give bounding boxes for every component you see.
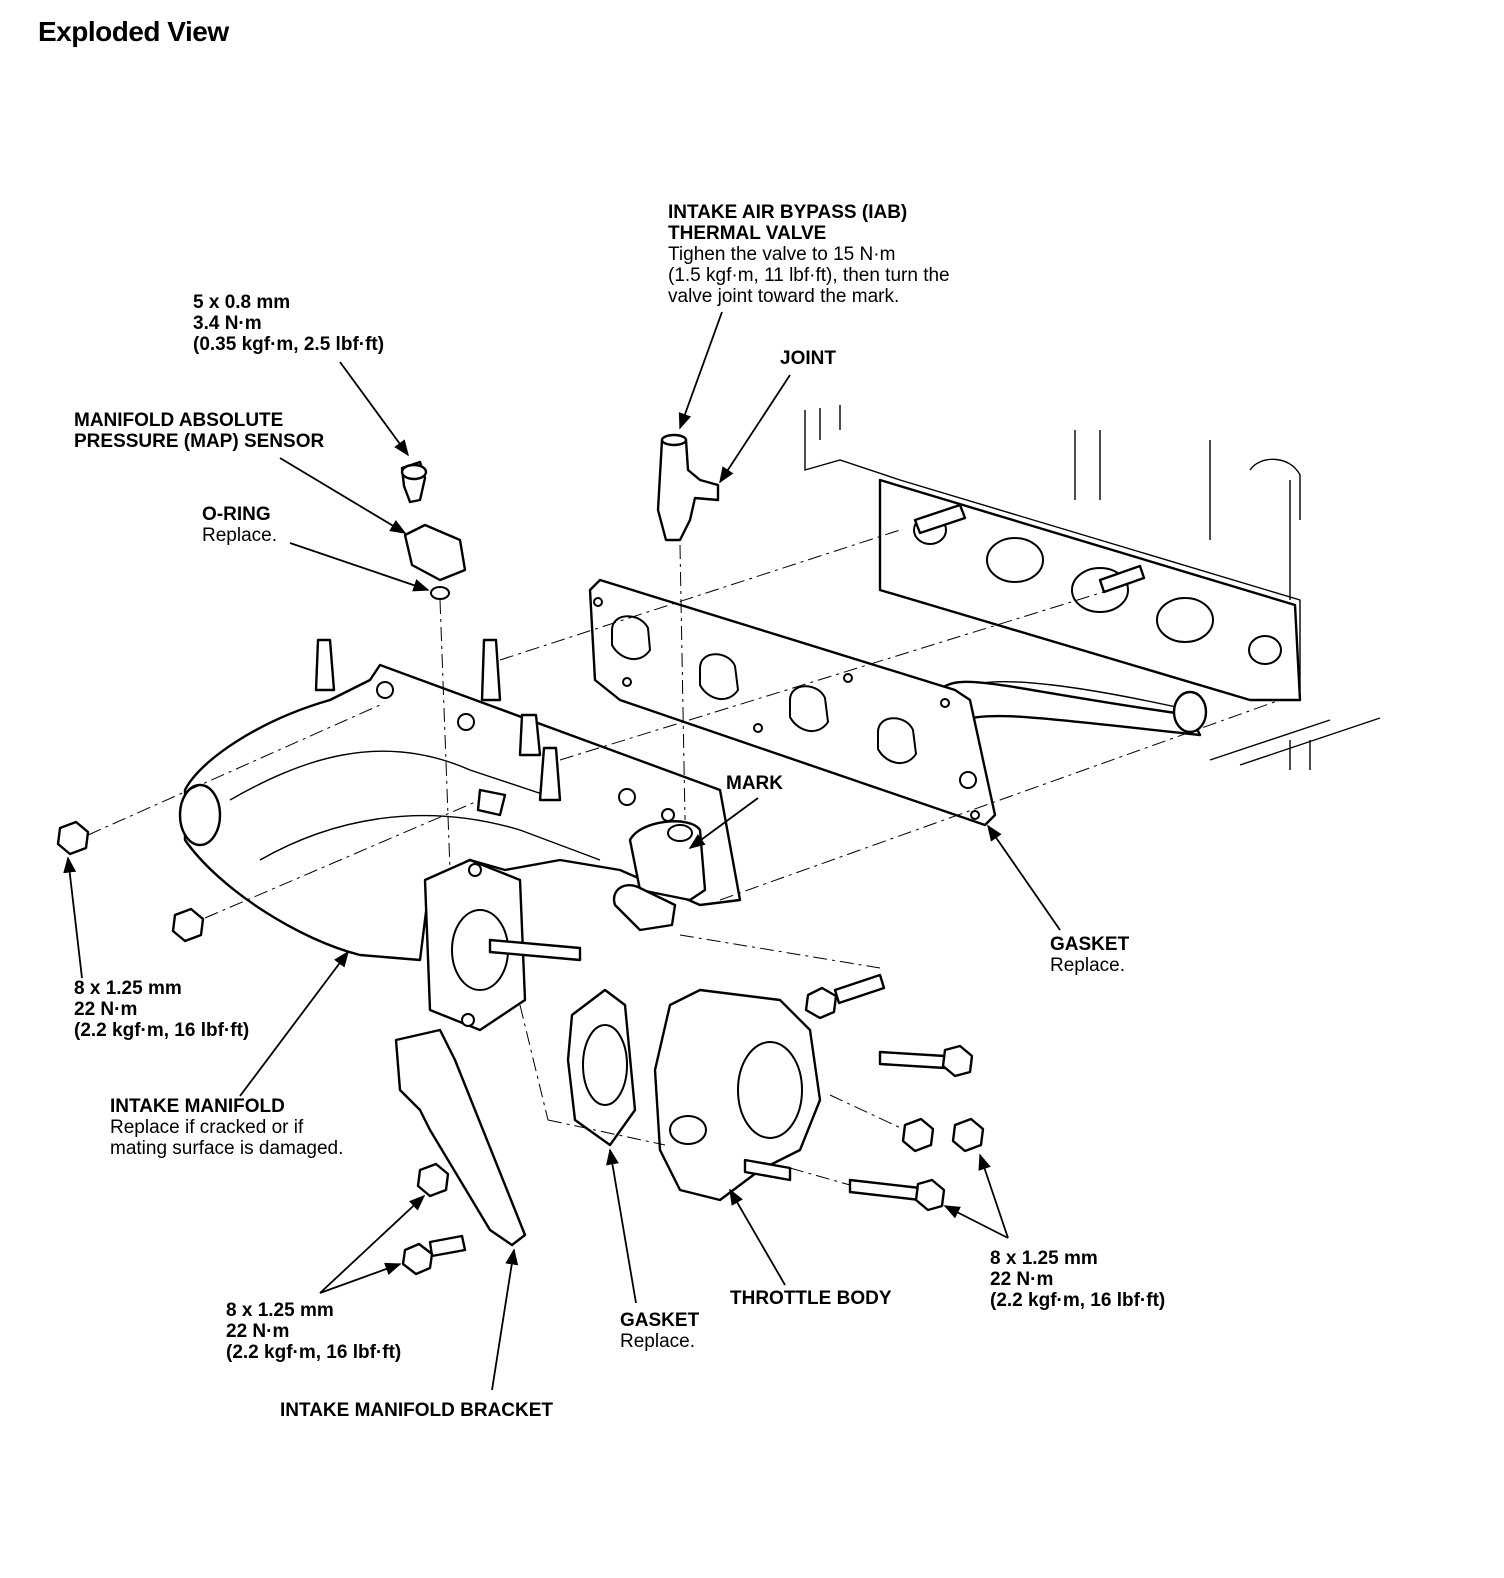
callout-iab-thermal-valve: INTAKE AIR BYPASS (IAB) THERMAL VALVE Ti… — [668, 202, 950, 307]
intake-manifold-drawing — [178, 638, 742, 1032]
callout-map-sensor: MANIFOLD ABSOLUTE PRESSURE (MAP) SENSOR — [74, 410, 325, 452]
callout-throttle-body-bolt-torque: 8 x 1.25 mm 22 N·m (2.2 kgf·m, 16 lbf·ft… — [990, 1248, 1166, 1311]
callout-joint: JOINT — [780, 348, 836, 369]
page-title: Exploded View — [38, 16, 229, 47]
callout-throttle-body: THROTTLE BODY — [730, 1288, 892, 1309]
callout-gasket-throttle-body: GASKET Replace. — [620, 1310, 700, 1352]
callout-bracket-bolt-torque: 8 x 1.25 mm 22 N·m (2.2 kgf·m, 16 lbf·ft… — [226, 1300, 402, 1363]
fasteners — [56, 820, 985, 1276]
map-sensor-drawing — [400, 460, 467, 600]
callout-mark: MARK — [726, 773, 783, 794]
gasket-head — [588, 578, 997, 827]
callout-gasket-head: GASKET Replace. — [1050, 934, 1130, 976]
gasket-throttle-body — [566, 988, 637, 1147]
callout-o-ring: O-RING Replace. — [202, 504, 277, 546]
callout-manifold-nut-torque: 8 x 1.25 mm 22 N·m (2.2 kgf·m, 16 lbf·ft… — [74, 978, 250, 1041]
callout-intake-manifold-bracket: INTAKE MANIFOLD BRACKET — [280, 1400, 554, 1421]
leader-lines — [63, 311, 1061, 1391]
callout-map-bolt-torque: 5 x 0.8 mm 3.4 N·m (0.35 kgf·m, 2.5 lbf·… — [193, 292, 385, 355]
cylinder-head — [804, 405, 1381, 770]
assembly-lines — [87, 529, 1281, 1186]
bracket-drawing — [394, 1028, 527, 1247]
throttle-body-drawing — [653, 988, 822, 1202]
iab-valve-drawing — [656, 433, 720, 542]
callout-intake-manifold: INTAKE MANIFOLD Replace if cracked or if… — [110, 1096, 344, 1159]
